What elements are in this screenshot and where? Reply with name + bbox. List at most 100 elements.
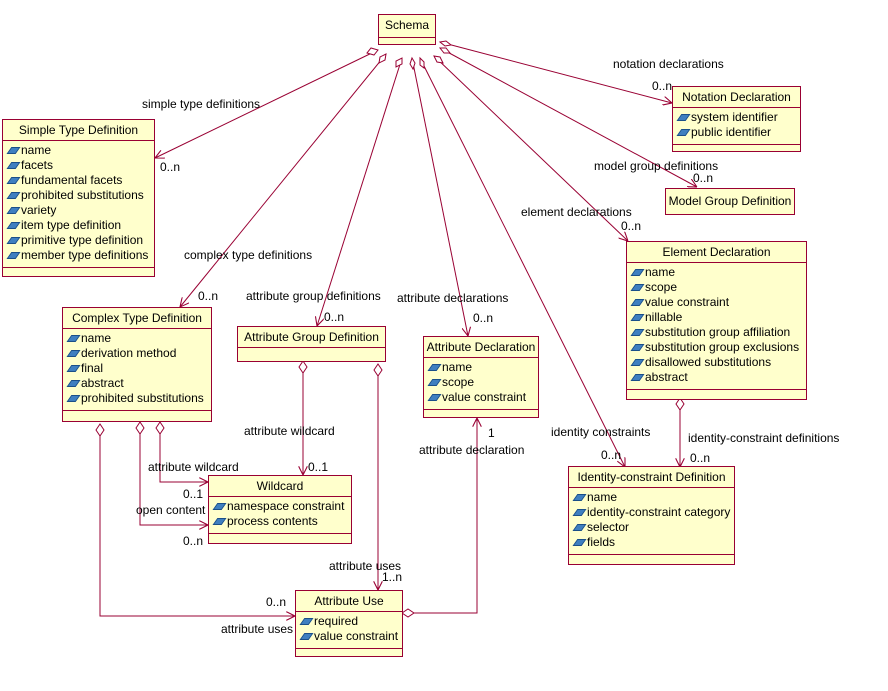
attribute-icon	[6, 251, 21, 259]
attribute-icon	[630, 328, 645, 336]
attribute: substitution group exclusions	[630, 340, 804, 355]
aggregation-diamond	[135, 421, 145, 435]
attribute: required	[299, 614, 400, 629]
multiplicity: 0..n	[198, 289, 219, 303]
link-complex-wildcard	[159, 434, 208, 482]
class-name: Attribute Use	[296, 591, 402, 612]
attribute-icon	[6, 161, 21, 169]
attribute: scope	[630, 280, 804, 295]
class-name: Notation Declaration	[673, 87, 800, 108]
attribute: value constraint	[427, 390, 536, 405]
attribute-icon	[212, 502, 227, 510]
class-complex-type-definition: Complex Type Definition name derivation …	[62, 307, 212, 422]
aggregation-diamond	[366, 47, 379, 56]
attribute-icon	[6, 146, 21, 154]
link-schema-modelgroup	[439, 47, 697, 187]
attribute: prohibited substitutions	[66, 391, 209, 406]
attribute: disallowed substitutions	[630, 355, 804, 370]
class-attribute-use: Attribute Use required value constraint	[295, 590, 403, 657]
link-schema-element	[433, 55, 628, 241]
attribute: primitive type definition	[6, 233, 152, 248]
link-schema-identity	[419, 57, 625, 467]
attribute: nillable	[630, 310, 804, 325]
attribute-icon	[630, 343, 645, 351]
multiplicity: 0..1	[183, 487, 204, 501]
attribute: substitution group affiliation	[630, 325, 804, 340]
attribute: name	[630, 265, 804, 280]
attribute-icon	[212, 517, 227, 525]
label-model-group-definitions: model group definitions	[594, 159, 719, 173]
attribute: name	[427, 360, 536, 375]
aggregation-diamond	[675, 397, 685, 411]
attribute-icon	[299, 617, 314, 625]
aggregation-diamond	[419, 56, 425, 69]
attribute-icon	[6, 236, 21, 244]
aggregation-diamond	[378, 53, 387, 64]
attribute-icon	[630, 358, 645, 366]
link-schema-attrgroup	[317, 57, 403, 326]
attribute: item type definition	[6, 218, 152, 233]
aggregation-diamond	[438, 47, 452, 54]
attribute: variety	[6, 203, 152, 218]
attribute-list: name identity-constraint category select…	[569, 488, 734, 555]
attribute: public identifier	[676, 125, 798, 140]
multiplicity: 0..1	[308, 460, 329, 474]
attribute: identity-constraint category	[572, 505, 732, 520]
label-attribute-declaration: attribute declaration	[419, 443, 525, 457]
attribute: system identifier	[676, 110, 798, 125]
attribute-icon	[6, 176, 21, 184]
attribute: facets	[6, 158, 152, 173]
multiplicity: 0..n	[473, 311, 494, 325]
attribute: process contents	[212, 514, 349, 529]
label-attribute-wildcard-ag: attribute wildcard	[244, 424, 335, 438]
label-identity-constraint-definitions: identity-constraint definitions	[688, 431, 840, 445]
attribute-list: name scope value constraint nillable sub…	[627, 263, 806, 390]
attribute: member type definitions	[6, 248, 152, 263]
attribute-icon	[6, 191, 21, 199]
attribute: namespace constraint	[212, 499, 349, 514]
attribute-icon	[427, 363, 442, 371]
label-attribute-declarations: attribute declarations	[397, 291, 509, 305]
aggregation-diamond	[155, 421, 165, 435]
multiplicity: 0..n	[693, 171, 714, 185]
class-notation-declaration: Notation Declaration system identifier p…	[672, 86, 801, 152]
class-simple-type-definition: Simple Type Definition name facets funda…	[2, 119, 155, 277]
multiplicity: 1	[488, 426, 495, 440]
aggregation-diamond	[433, 55, 444, 64]
attribute-icon	[676, 128, 691, 136]
multiplicity: 0..n	[690, 451, 711, 465]
attribute: abstract	[630, 370, 804, 385]
label-notation-declarations: notation declarations	[613, 57, 724, 71]
attribute: abstract	[66, 376, 209, 391]
link-complex-attruse	[99, 436, 295, 616]
class-wildcard: Wildcard namespace constraint process co…	[208, 475, 352, 544]
attribute-icon	[572, 493, 587, 501]
class-name: Wildcard	[209, 476, 351, 497]
class-name: Element Declaration	[627, 242, 806, 263]
attribute-icon	[630, 313, 645, 321]
attribute: prohibited substitutions	[6, 188, 152, 203]
multiplicity: 0..n	[601, 448, 622, 462]
link-complex-opencontent	[139, 434, 208, 525]
link-schema-attrdecl	[411, 57, 468, 336]
attribute-icon	[6, 206, 21, 214]
aggregation-diamond	[401, 608, 415, 618]
aggregation-diamond	[373, 363, 383, 377]
multiplicity: 0..n	[160, 160, 181, 174]
attribute-icon	[630, 268, 645, 276]
attribute: value constraint	[299, 629, 400, 644]
attribute-icon	[572, 538, 587, 546]
class-name: Identity-constraint Definition	[569, 467, 734, 488]
class-identity-constraint-definition: Identity-constraint Definition name iden…	[568, 466, 735, 565]
attribute: scope	[427, 375, 536, 390]
multiplicity: 0..n	[652, 79, 673, 93]
attribute-icon	[630, 283, 645, 291]
attribute-list: name derivation method final abstract pr…	[63, 329, 211, 411]
link-schema-notation	[439, 41, 672, 103]
class-schema: Schema	[378, 14, 436, 45]
multiplicity: 0..n	[621, 219, 642, 233]
attribute: name	[6, 143, 152, 158]
multiplicity: 0..n	[266, 595, 287, 609]
attribute: selector	[572, 520, 732, 535]
